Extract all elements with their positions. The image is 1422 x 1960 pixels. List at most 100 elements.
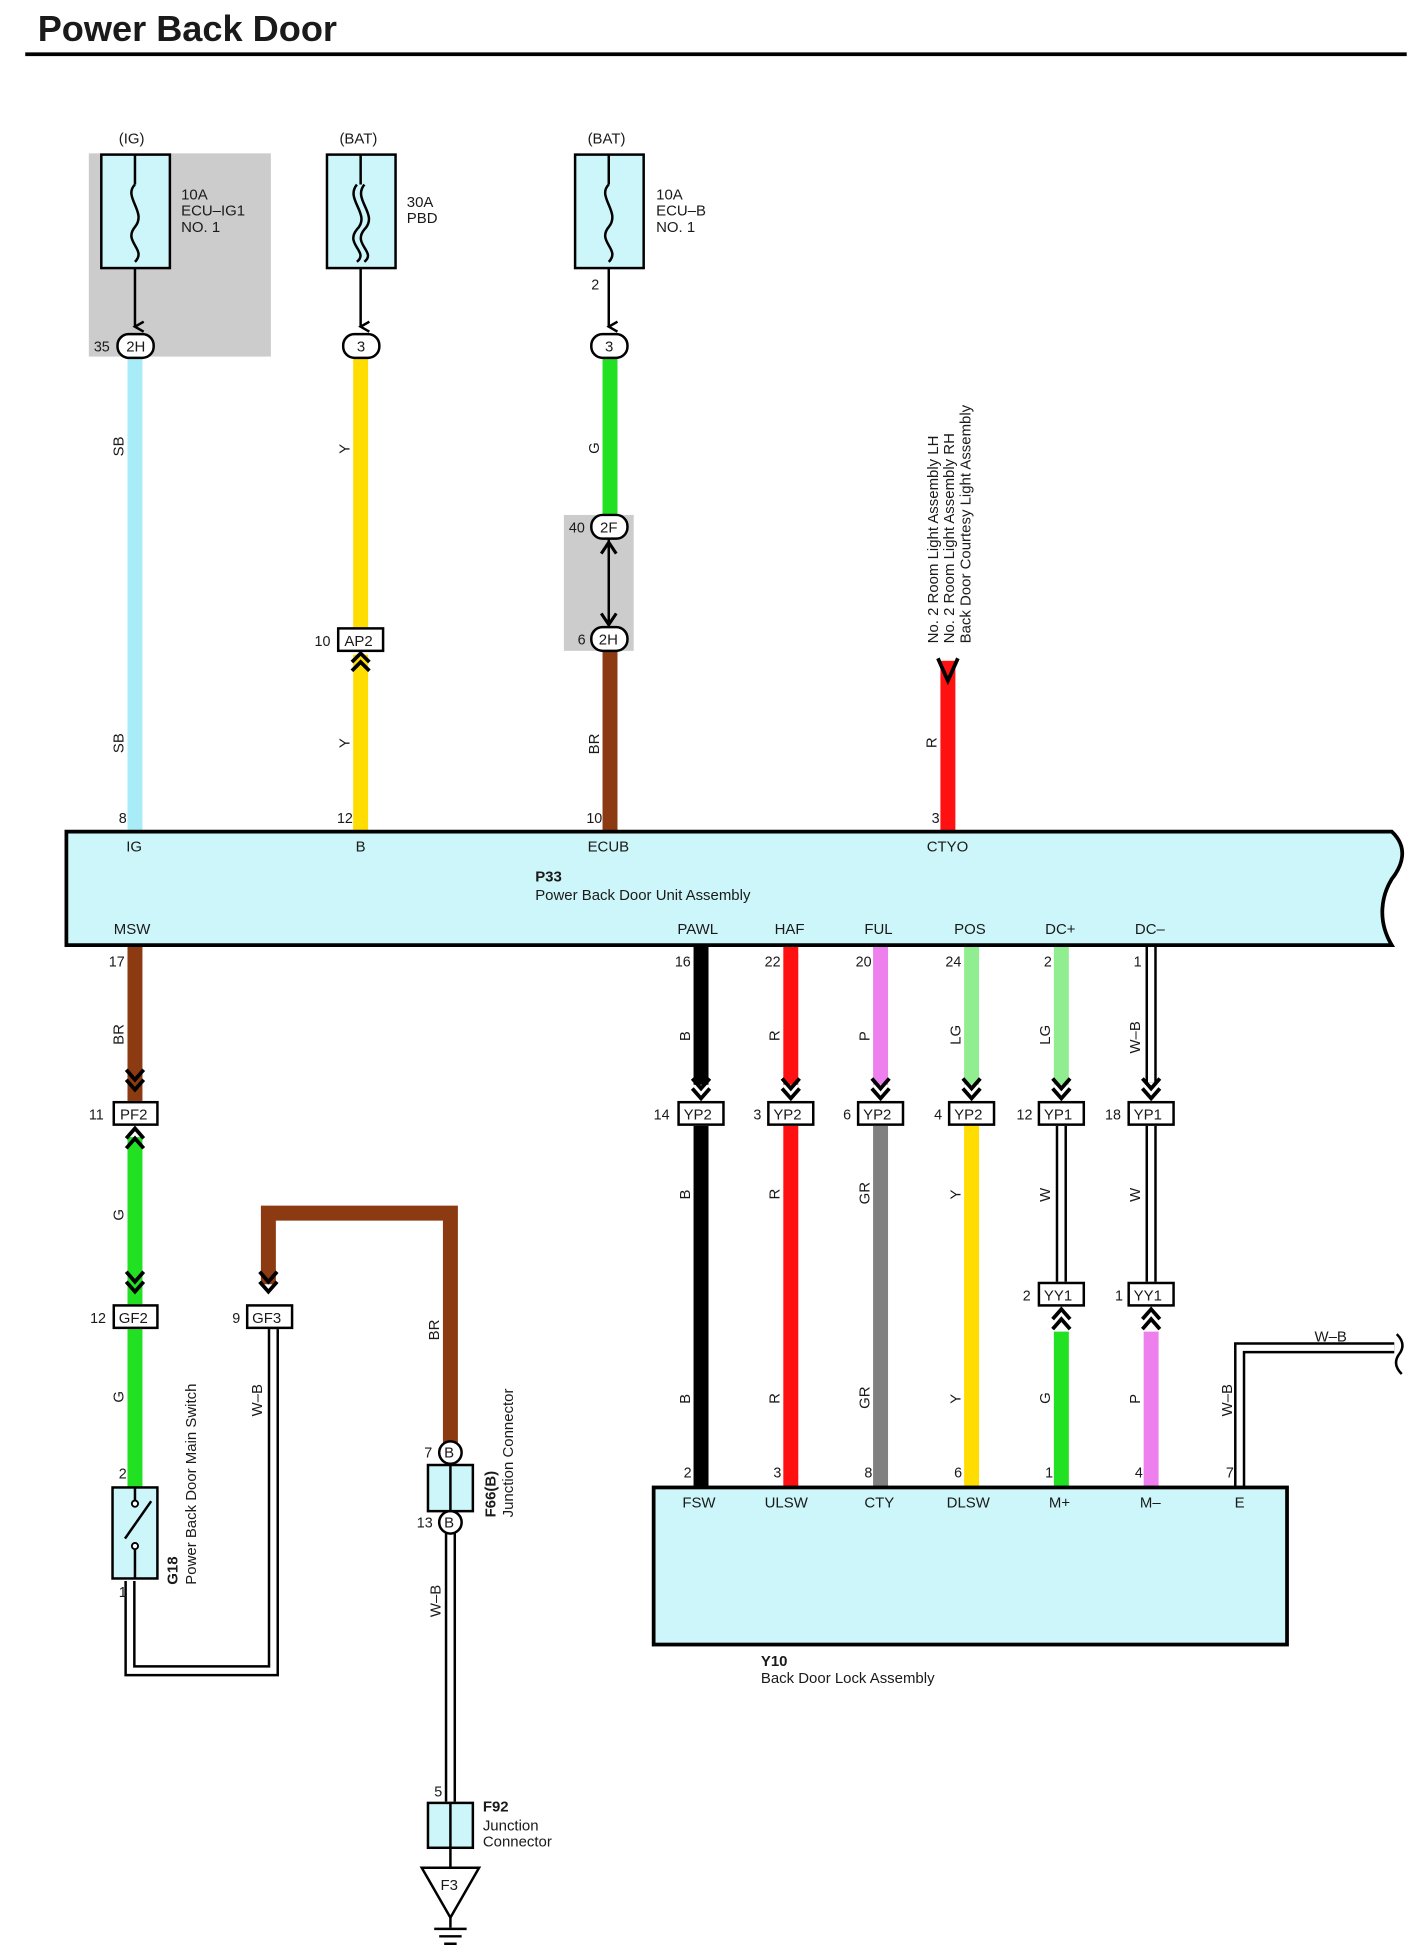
ctyo-destinations: No. 2 Room Light Assembly LH No. 2 Room … <box>925 404 974 643</box>
svg-text:12: 12 <box>90 1311 106 1327</box>
connector-YP2-haf: YP2 3 <box>753 1077 815 1126</box>
svg-text:(IG): (IG) <box>119 130 145 147</box>
svg-text:12: 12 <box>1016 1108 1032 1124</box>
wire-y-lower <box>353 654 369 832</box>
svg-text:3: 3 <box>773 1465 781 1481</box>
y10-name: Back Door Lock Assembly <box>761 1670 935 1687</box>
wire-g-upper <box>602 357 618 518</box>
f66-code: F66(B) <box>482 1471 499 1518</box>
wire-label: SB <box>111 733 128 753</box>
fuse-icon <box>130 183 140 263</box>
svg-text:8: 8 <box>864 1465 872 1481</box>
wire-label: G <box>111 1209 128 1221</box>
wire-label: B <box>677 1394 694 1404</box>
wires <box>124 357 1404 1867</box>
wire-r-ctyo <box>940 660 956 832</box>
wire-lg-dcp <box>1053 945 1069 1085</box>
wire-label: LG <box>947 1025 964 1045</box>
connector-YP2-ful: YP2 6 <box>843 1077 905 1126</box>
p33-terminal: ECUB <box>588 839 630 856</box>
wire-label: GR <box>856 1182 873 1205</box>
svg-text:3: 3 <box>932 811 940 827</box>
wire-gr-cty <box>873 1125 889 1488</box>
svg-text:30A: 30A <box>407 194 434 211</box>
wire-label: BR <box>586 733 603 754</box>
connector-YP2-pawl: YP2 14 <box>654 1077 725 1126</box>
wire-label: P <box>856 1031 873 1041</box>
p33-unit: IG B ECUB CTYO P33 Power Back Door Unit … <box>64 829 1404 947</box>
connector-AP2: AP2 10 <box>315 627 385 673</box>
fuse-ecu-b: (BAT) 10A ECU–B NO. 1 2 <box>573 130 706 326</box>
connector-GF3: GF3 9 <box>232 1270 294 1330</box>
p33-terminal: IG <box>126 839 142 856</box>
svg-text:YP2: YP2 <box>954 1107 982 1124</box>
svg-text:3: 3 <box>753 1108 761 1124</box>
svg-text:3: 3 <box>605 339 613 356</box>
svg-text:(BAT): (BAT) <box>339 130 377 147</box>
wire-label: G <box>111 1391 128 1403</box>
svg-text:4: 4 <box>1135 1465 1143 1481</box>
svg-text:YP1: YP1 <box>1044 1107 1072 1124</box>
wire-br-upper <box>602 650 618 832</box>
p33-terminal: PAWL <box>677 921 718 938</box>
connector-YP1-dcp: YP1 12 <box>1016 1077 1086 1126</box>
svg-text:No. 2 Room Light Assembly RH: No. 2 Room Light Assembly RH <box>941 433 958 643</box>
connector-YY1-mminus: YY1 1 <box>1115 1281 1175 1331</box>
wire-label: Y <box>947 1189 964 1199</box>
wire-label: W–B <box>1219 1384 1236 1416</box>
svg-text:2F: 2F <box>600 519 617 536</box>
svg-text:PBD: PBD <box>407 210 438 227</box>
svg-text:PF2: PF2 <box>120 1107 147 1124</box>
connector-PF2: PF2 11 <box>89 1068 159 1150</box>
wire-b-pawl <box>693 945 709 1085</box>
svg-text:2H: 2H <box>126 339 145 356</box>
y10-terminal: CTY <box>864 1494 894 1511</box>
oval-3-pbd: 3 <box>341 332 381 360</box>
y10-terminal: ULSW <box>765 1494 809 1511</box>
wire-sb <box>127 357 143 832</box>
wire-label: B <box>677 1189 694 1199</box>
p33-name: Power Back Door Unit Assembly <box>535 887 751 904</box>
svg-text:1: 1 <box>1115 1288 1123 1304</box>
g18-switch: 2 1 G18 Power Back Door Main Switch <box>111 1384 200 1601</box>
wire-label: R <box>924 737 941 748</box>
wire-label: B <box>677 1031 694 1041</box>
f92-name: Connector <box>483 1834 552 1851</box>
p33-terminal: DC– <box>1135 921 1166 938</box>
connector-YP2-pos: YP2 4 <box>934 1077 996 1126</box>
svg-text:16: 16 <box>675 954 691 970</box>
fuse-ecu-ig1: (IG) 10A ECU–IG1 NO. 1 <box>100 130 245 326</box>
svg-text:2H: 2H <box>599 632 618 649</box>
wire-br-loop <box>260 1205 458 1443</box>
wire-label: W <box>1037 1187 1054 1202</box>
y10-code: Y10 <box>761 1653 788 1670</box>
wire-label: W–B <box>249 1384 266 1416</box>
y10-terminal: FSW <box>682 1494 716 1511</box>
svg-text:YY1: YY1 <box>1134 1287 1162 1304</box>
svg-text:2: 2 <box>1044 954 1052 970</box>
svg-text:F3: F3 <box>440 1877 457 1894</box>
svg-text:35: 35 <box>94 340 110 356</box>
wire-label: BR <box>111 1024 128 1045</box>
svg-text:2: 2 <box>684 1465 692 1481</box>
wire-label: R <box>767 1030 784 1041</box>
wire-label: Y <box>947 1394 964 1404</box>
wire-wb-e <box>1234 1342 1395 1488</box>
f66-name: Junction Connector <box>500 1389 517 1518</box>
svg-text:6: 6 <box>578 633 586 649</box>
wire-g-mplus <box>1053 1331 1069 1488</box>
p33-terminal: B <box>356 839 366 856</box>
svg-text:5: 5 <box>434 1785 442 1801</box>
svg-text:10: 10 <box>586 811 602 827</box>
wire-b-fsw <box>693 1125 709 1488</box>
svg-text:20: 20 <box>856 954 872 970</box>
wire-label: G <box>1037 1392 1054 1404</box>
wire-br-msw <box>127 945 143 1101</box>
wire-label: R <box>767 1188 784 1199</box>
svg-text:1: 1 <box>1045 1465 1053 1481</box>
connector-GF2: GF2 12 <box>90 1270 159 1330</box>
y10-terminal: DLSW <box>947 1494 991 1511</box>
wire-label: SB <box>111 436 128 456</box>
title-underline <box>25 52 1407 57</box>
ground-triangle-icon <box>419 1866 482 1921</box>
